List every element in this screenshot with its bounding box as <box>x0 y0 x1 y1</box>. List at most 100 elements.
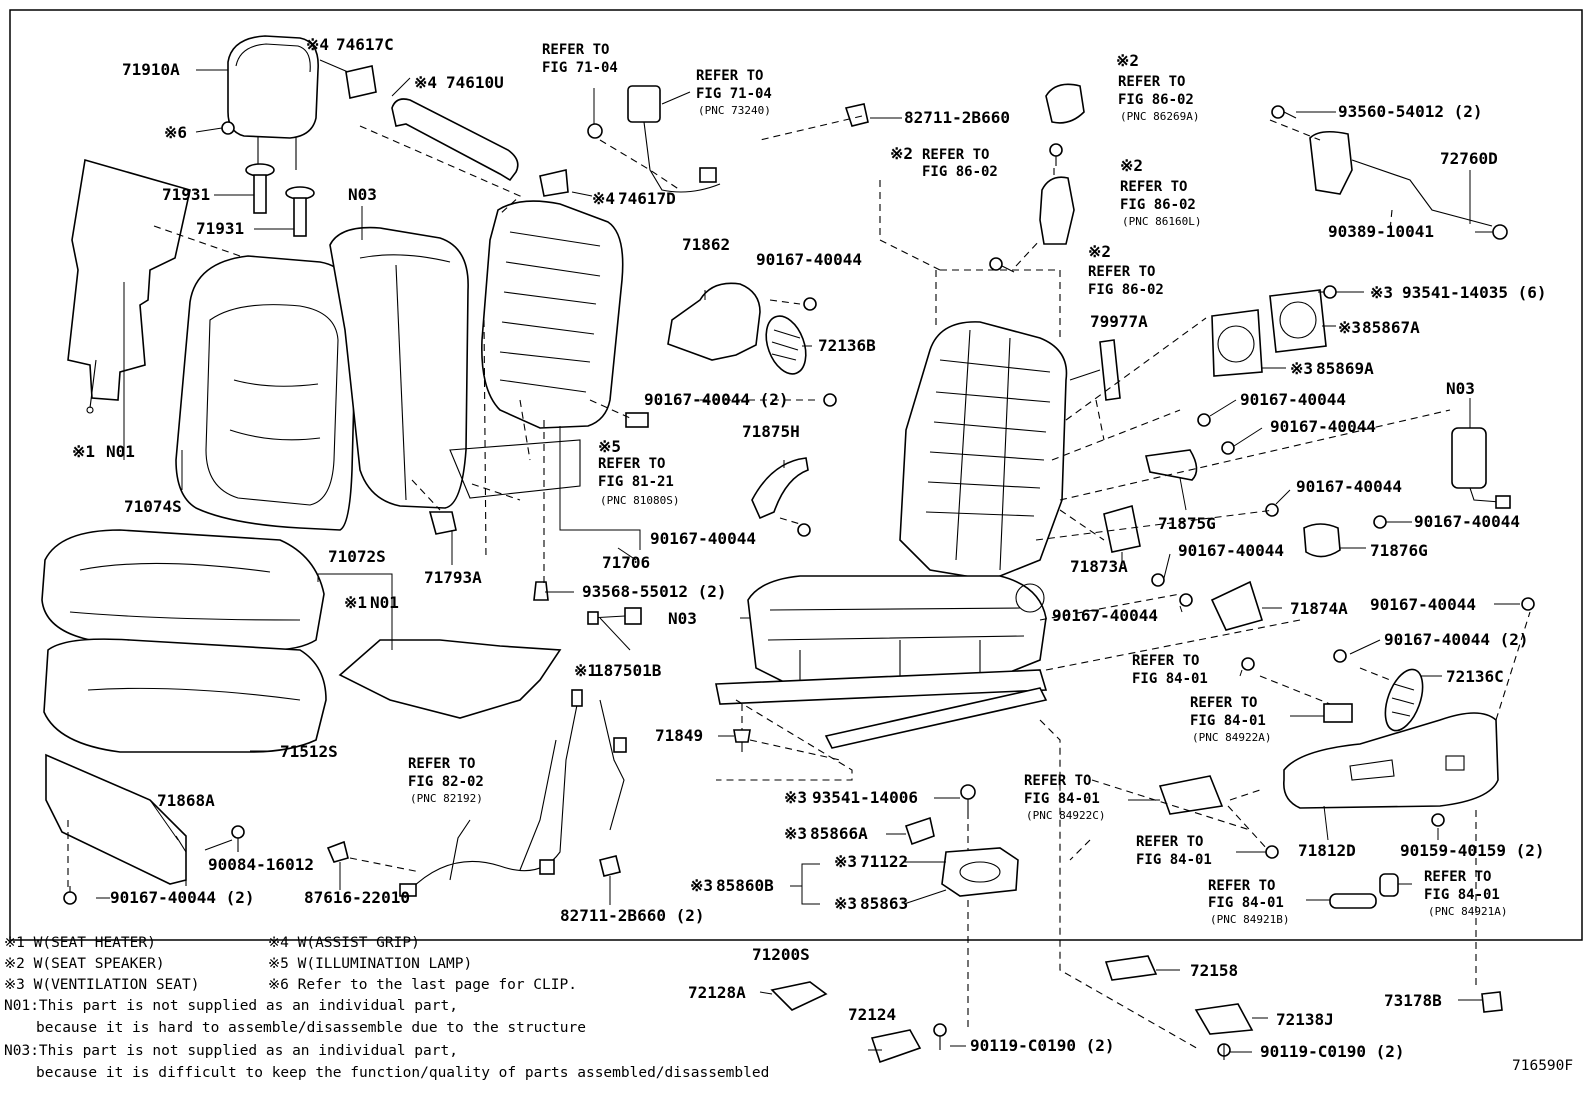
nut-90389[interactable] <box>1492 224 1508 240</box>
knob-84921A[interactable] <box>1379 873 1399 897</box>
clip[interactable] <box>221 121 235 135</box>
seatbelt-buckle[interactable] <box>627 85 721 193</box>
cushion-shield-lower[interactable] <box>45 753 187 885</box>
part-label[interactable]: 71876G <box>1370 541 1428 560</box>
part-label[interactable]: 71931 <box>196 219 244 238</box>
part-label[interactable]: 82711-2B660 (2) <box>560 906 705 925</box>
part-label[interactable]: 74617D <box>618 189 676 208</box>
speaker-cover[interactable] <box>1045 83 1085 124</box>
ref-fig-81-21[interactable]: REFER TO FIG 81-21 (PNC 81080S) <box>598 456 679 507</box>
part-label[interactable]: 93541-14035 (6) <box>1402 283 1547 302</box>
screw-93541-14006[interactable] <box>960 784 976 812</box>
clip-71793a[interactable] <box>428 511 457 535</box>
part-label[interactable]: 71849 <box>655 726 703 745</box>
cover-72128A[interactable] <box>770 981 828 1011</box>
part-label[interactable]: N03 <box>668 609 697 628</box>
screw-90084-16012[interactable] <box>231 825 245 852</box>
part-label[interactable]: 71200S <box>752 945 810 964</box>
switch-84922C[interactable] <box>1158 775 1224 815</box>
bracket-71876G[interactable] <box>1303 523 1341 558</box>
assist-grip[interactable] <box>391 98 519 182</box>
part-label[interactable]: 72138J <box>1276 1010 1334 1029</box>
part-label[interactable]: 87616-22010 <box>304 888 410 907</box>
fan-85867A[interactable] <box>1269 289 1327 353</box>
ref-fig-84-01-a[interactable]: REFER TO FIG 84-01 <box>1132 653 1208 687</box>
part-label[interactable]: 187501B <box>594 661 662 680</box>
fan-85869A[interactable] <box>1211 309 1263 377</box>
seat-wire-harness[interactable] <box>399 689 627 897</box>
part-label[interactable]: 85869A <box>1316 359 1374 378</box>
speaker-assembly[interactable] <box>1039 176 1075 245</box>
part-label[interactable]: 71910A <box>122 60 180 79</box>
grip-cap-upper[interactable] <box>345 65 377 99</box>
part-label[interactable]: 72136B <box>818 336 876 355</box>
cap-73178B[interactable] <box>1481 991 1503 1013</box>
pad-79977A[interactable] <box>1099 339 1121 401</box>
belt-nut[interactable] <box>587 123 603 139</box>
ref-fig-84-01-e[interactable]: REFER TO FIG 84-01 (PNC 84921B) <box>1208 878 1289 926</box>
part-label[interactable]: 90084-16012 <box>208 855 314 874</box>
ref-fig-84-01-b[interactable]: REFER TO FIG 84-01 (PNC 84922A) <box>1190 695 1271 744</box>
illumination-lamp[interactable] <box>625 412 649 428</box>
part-label[interactable]: 93541-14006 <box>812 788 918 807</box>
outer-shield-71812D[interactable] <box>1283 712 1499 809</box>
ref-fig-84-01-f[interactable]: REFER TO FIG 84-01 (PNC 84921A) <box>1424 869 1507 918</box>
part-label[interactable]: 71512S <box>280 742 338 761</box>
vent-grille-upper[interactable] <box>759 311 813 380</box>
clip-93568[interactable] <box>533 581 549 601</box>
part-label[interactable]: 90159-40159 (2) <box>1400 841 1545 860</box>
headrest[interactable] <box>227 35 319 172</box>
ref-fig-84-01-c[interactable]: REFER TO FIG 84-01 (PNC 84922C) <box>1024 773 1105 822</box>
cover-72124[interactable] <box>870 1029 922 1064</box>
part-label[interactable]: 90167-40044 <box>1052 606 1158 625</box>
seatback-pad[interactable] <box>329 226 469 509</box>
part-label[interactable]: 72136C <box>1446 667 1504 686</box>
headrest-guide-lower[interactable] <box>285 186 315 237</box>
part-label[interactable]: 90167-40044 <box>1296 477 1402 496</box>
part-label[interactable]: 82711-2B660 <box>904 108 1010 127</box>
part-label[interactable]: 79977A <box>1090 312 1148 331</box>
clip-90119-left[interactable] <box>933 1023 947 1050</box>
part-label[interactable]: 85866A <box>810 824 868 843</box>
headrest-guide-upper[interactable] <box>245 163 275 214</box>
clip-87616[interactable] <box>326 840 349 863</box>
part-label[interactable]: 90167-40044 <box>1414 512 1520 531</box>
part-label[interactable]: 72158 <box>1190 961 1238 980</box>
part-label[interactable]: N01 <box>370 593 399 612</box>
seat-frame-assembly[interactable] <box>715 321 1068 749</box>
bracket-71875G[interactable] <box>1145 449 1198 481</box>
part-label[interactable]: 72128A <box>688 983 746 1002</box>
lumbar-support[interactable] <box>1309 130 1493 227</box>
ref-fig-82-02[interactable]: REFER TO FIG 82-02 (PNC 82192) <box>408 756 484 805</box>
duct-85866A[interactable] <box>904 816 935 846</box>
part-label[interactable]: 71812D <box>1298 841 1356 860</box>
ref-fig-84-01-d[interactable]: REFER TO FIG 84-01 <box>1136 834 1212 868</box>
ref-fig-86-02-d[interactable]: REFER TO FIG 86-02 <box>1088 264 1164 298</box>
speaker-screw-top[interactable] <box>1049 143 1063 166</box>
part-label[interactable]: 85867A <box>1362 318 1420 337</box>
plug-71849[interactable] <box>733 729 751 752</box>
part-label[interactable]: N01 <box>106 442 135 461</box>
part-label[interactable]: 90167-40044 (2) <box>1384 630 1529 649</box>
ref-fig-86-02-a[interactable]: REFER TO FIG 86-02 (PNC 86269A) <box>1118 74 1199 123</box>
part-label[interactable]: 74617C <box>336 35 394 54</box>
knob-84921B[interactable] <box>1329 893 1377 909</box>
part-label[interactable]: 71868A <box>157 791 215 810</box>
switch-84922A[interactable] <box>1323 703 1353 723</box>
cover-72138J[interactable] <box>1194 1003 1254 1035</box>
screw-93560[interactable] <box>1271 105 1297 119</box>
part-label[interactable]: 93568-55012 (2) <box>582 582 727 601</box>
part-label[interactable]: 90167-40044 <box>1370 595 1476 614</box>
seatback-heater[interactable] <box>67 158 191 414</box>
cushion-heater[interactable] <box>338 639 562 719</box>
part-label[interactable]: N03 <box>348 185 377 204</box>
part-label[interactable]: 71874A <box>1290 599 1348 618</box>
part-label[interactable]: 90167-40044 <box>756 250 862 269</box>
part-label[interactable]: 71074S <box>124 497 182 516</box>
part-label[interactable]: 90167-40044 <box>650 529 756 548</box>
part-label[interactable]: 71793A <box>424 568 482 587</box>
seat-cushion-shield-inner[interactable] <box>667 282 761 361</box>
seat-cushion-pad[interactable] <box>43 638 327 753</box>
part-label[interactable]: 90119-C0190 (2) <box>1260 1042 1405 1061</box>
side-module-n03[interactable] <box>1451 427 1511 509</box>
